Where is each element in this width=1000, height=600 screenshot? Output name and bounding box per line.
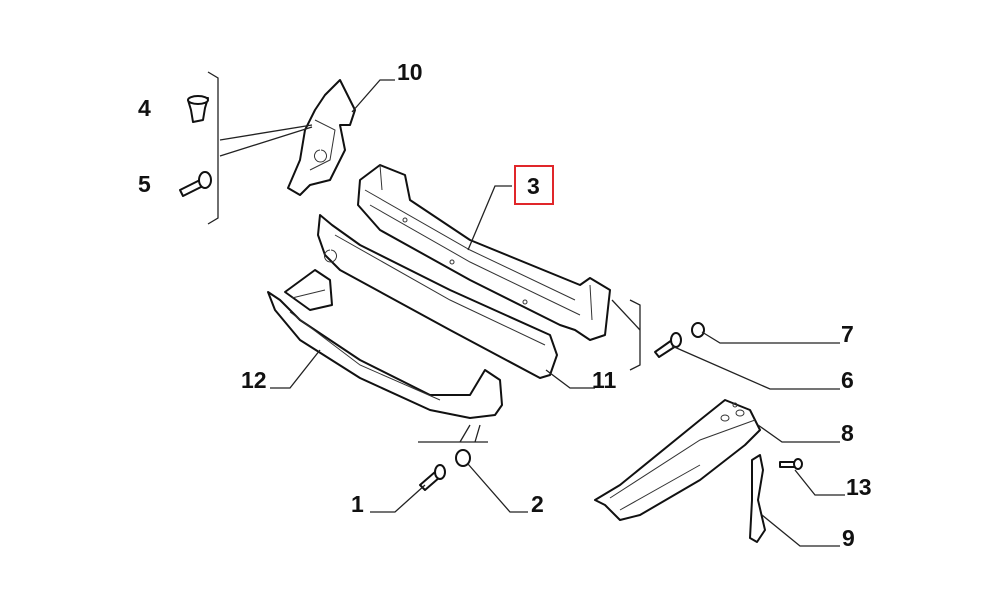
callout-3[interactable]: 3 — [527, 173, 540, 199]
callout-1[interactable]: 1 — [351, 491, 364, 517]
callout-13[interactable]: 13 — [846, 474, 872, 500]
part-9-link-plate[interactable] — [749, 454, 766, 543]
callout-7[interactable]: 7 — [841, 321, 854, 347]
part-13-bolt[interactable] — [779, 458, 803, 470]
highlight-box-part-3 — [514, 165, 554, 205]
callout-12[interactable]: 12 — [241, 367, 267, 393]
part-2-washer[interactable] — [455, 449, 471, 467]
callout-2[interactable]: 2 — [531, 491, 544, 517]
leader-lines — [270, 79, 845, 547]
callout-9[interactable]: 9 — [842, 525, 855, 551]
part-7-washer[interactable] — [691, 322, 705, 338]
callout-8[interactable]: 8 — [841, 420, 854, 446]
callout-6[interactable]: 6 — [841, 367, 854, 393]
part-3-reinforcement-beam[interactable] — [357, 164, 611, 341]
part-11-energy-absorber[interactable] — [317, 214, 558, 379]
callout-11[interactable]: 11 — [592, 367, 617, 393]
part-8-side-rail[interactable] — [594, 399, 761, 521]
part-6-bolt[interactable] — [654, 332, 682, 358]
callout-10[interactable]: 10 — [397, 59, 423, 85]
callout-4[interactable]: 4 — [138, 95, 151, 121]
part-4-nut[interactable] — [187, 95, 209, 123]
part-10-bracket[interactable] — [287, 79, 356, 196]
callout-5[interactable]: 5 — [138, 171, 151, 197]
part-12-lower-crossmember[interactable] — [267, 269, 503, 419]
part-5-bolt[interactable] — [179, 171, 212, 197]
